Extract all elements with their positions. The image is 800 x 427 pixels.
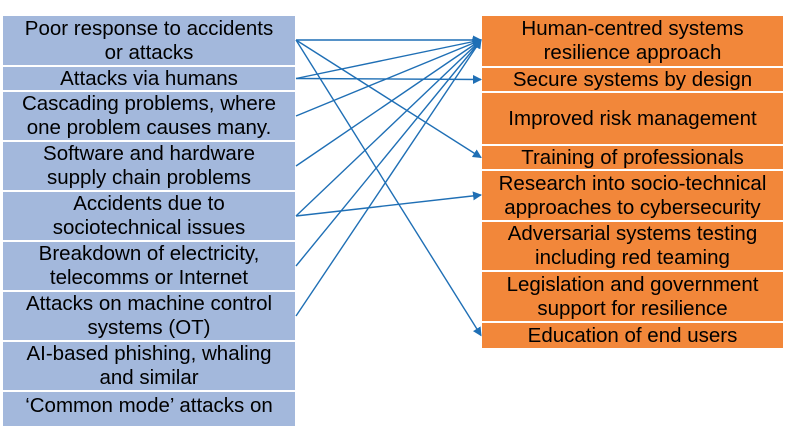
- left-box-infrastructure-breakdown: Breakdown of electricity, telecomms or I…: [2, 241, 296, 291]
- arrow-l3-to-r1: [295, 38, 482, 117]
- right-box-risk-management: Improved risk management: [481, 92, 784, 145]
- right-box-adversarial-testing: Adversarial systems testing including re…: [481, 221, 784, 271]
- arrow-l2-to-r1: [295, 37, 482, 80]
- arrow-l4-to-r1: [295, 39, 482, 167]
- arrow-l5-to-r5: [295, 191, 482, 217]
- left-box-cascading-problems: Cascading problems, where one problem ca…: [2, 91, 296, 141]
- right-box-education-end-users: Education of end users: [481, 322, 784, 349]
- arrow-l1-to-r8: [295, 39, 482, 337]
- left-box-attacks-via-humans: Attacks via humans: [2, 66, 296, 91]
- left-box-supply-chain: Software and hardware supply chain probl…: [2, 141, 296, 191]
- left-box-ot-attacks: Attacks on machine control systems (OT): [2, 291, 296, 341]
- arrow-l6-to-r1: [295, 39, 482, 267]
- arrow-l1-to-r4: [295, 39, 482, 159]
- arrow-l5-to-r1: [295, 39, 482, 217]
- arrow-l7-to-r1: [295, 39, 482, 317]
- right-box-human-centred-resilience: Human-centred systems resilience approac…: [481, 15, 784, 67]
- right-box-secure-by-design: Secure systems by design: [481, 67, 784, 92]
- right-box-legislation-support: Legislation and government support for r…: [481, 271, 784, 322]
- right-box-socio-technical-research: Research into socio-technical approaches…: [481, 170, 784, 221]
- left-box-poor-response: Poor response to accidents or attacks: [2, 15, 296, 66]
- left-box-sociotechnical-accidents: Accidents due to sociotechnical issues: [2, 191, 296, 241]
- left-box-common-mode-attacks: ‘Common mode’ attacks on: [2, 391, 296, 427]
- right-box-training-professionals: Training of professionals: [481, 145, 784, 170]
- arrow-l2-to-r2: [295, 74, 482, 84]
- left-box-ai-phishing: AI-based phishing, whaling and similar: [2, 341, 296, 391]
